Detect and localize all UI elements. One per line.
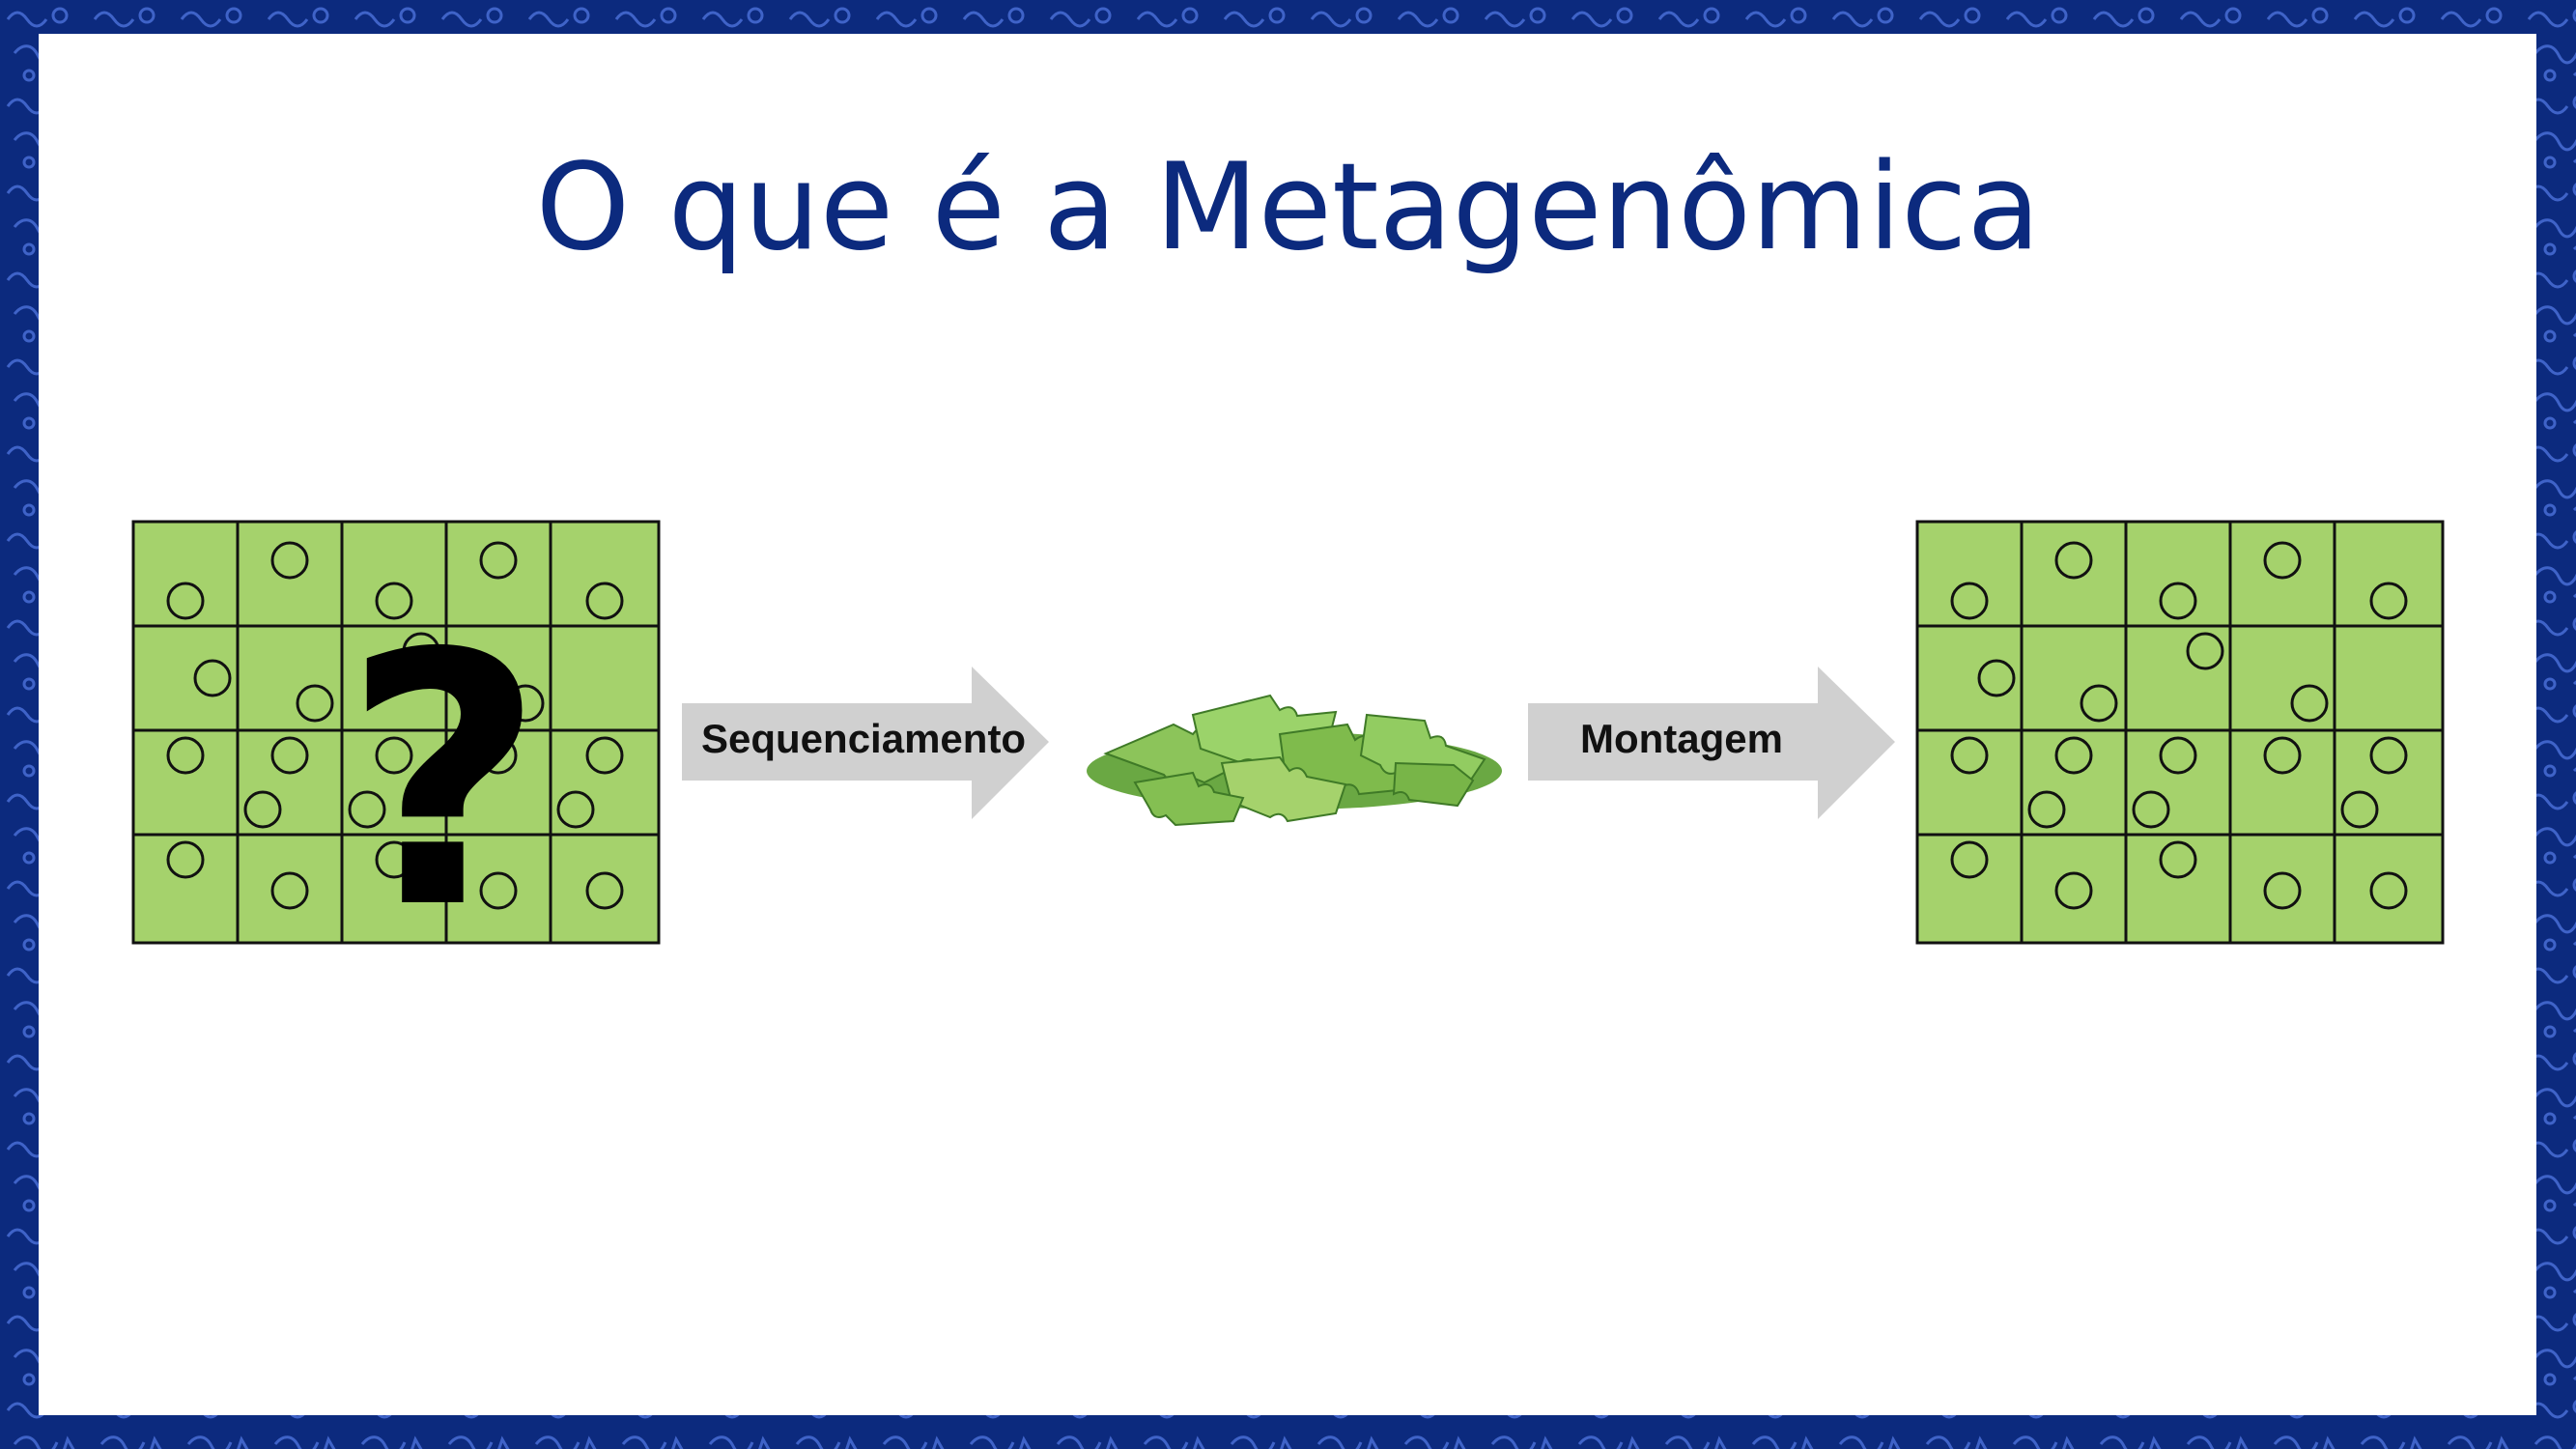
arrow-assembly-icon xyxy=(1528,667,1895,819)
question-mark-icon: ? xyxy=(343,580,545,984)
arrow-assembly-label: Montagem xyxy=(1580,716,1783,761)
puzzle-unknown-image xyxy=(131,520,661,945)
arrow-sequencing-icon xyxy=(682,667,1049,819)
slide-title: O que é a Metagenômica xyxy=(535,138,2041,277)
puzzle-assembled-image xyxy=(1915,520,2445,945)
puzzle-pieces-pile-image xyxy=(1087,694,1502,827)
arrow-sequencing-label: Sequenciamento xyxy=(701,716,1027,761)
